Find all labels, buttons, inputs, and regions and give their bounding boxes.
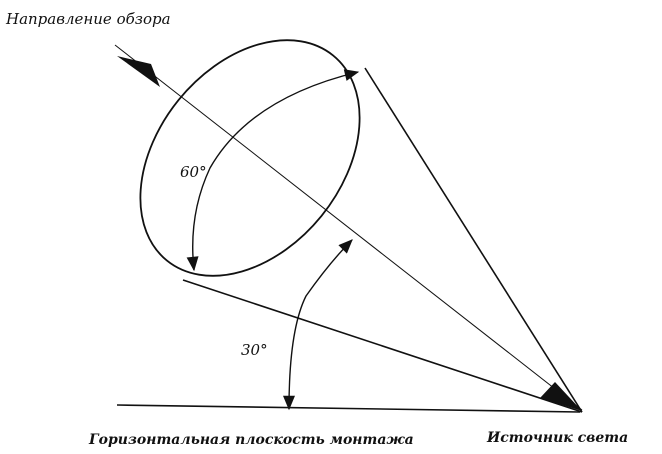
view-direction-label: Направление обзора [6, 10, 171, 28]
mounting-plane-line [116, 404, 581, 413]
view-direction-axis [114, 44, 583, 411]
angle-60-label: 60° [180, 163, 207, 181]
cone-base-ellipse [139, 39, 361, 277]
view-direction-arrow-head [117, 56, 160, 87]
mounting-plane-label: Горизонтальная плоскость монтажа [89, 432, 414, 448]
angle-30-label: 30° [241, 341, 268, 359]
angle-60-arc [186, 69, 360, 272]
cone-edge-upper [364, 67, 583, 413]
light-source-label: Источник света [487, 430, 629, 446]
angle-30-arc [283, 239, 353, 411]
cone-edge-lower [182, 279, 583, 413]
source-arrow-head [540, 382, 582, 411]
